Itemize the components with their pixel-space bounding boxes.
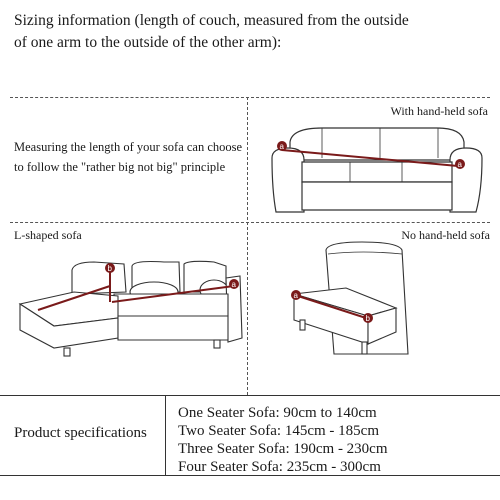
marker-a-icon bbox=[277, 141, 287, 151]
label-no-hand-held: No hand-held sofa bbox=[401, 228, 490, 242]
spec-list: One Seater Sofa: 90cm to 140cm Two Seate… bbox=[178, 404, 388, 476]
marker-a-label: a bbox=[294, 291, 299, 300]
armless-sofa-illustration: a b bbox=[291, 241, 409, 355]
marker-b-icon bbox=[105, 263, 115, 273]
marker-a-icon bbox=[229, 279, 239, 289]
marker-b-label: b bbox=[108, 264, 113, 273]
divider-top bbox=[10, 97, 490, 98]
spec-item-one-seater: One Seater Sofa: 90cm to 140cm bbox=[178, 405, 377, 421]
divider-vertical bbox=[247, 97, 248, 395]
measuring-note-line1: Measuring the length of your sofa can ch… bbox=[14, 140, 243, 154]
marker-a-label: a bbox=[458, 160, 463, 169]
sizing-intro-line1: Sizing information (length of couch, mea… bbox=[14, 12, 409, 29]
marker-b-icon bbox=[363, 313, 373, 323]
spec-item-three-seater: Three Seater Sofa: 190cm - 230cm bbox=[178, 441, 388, 457]
measuring-note: Measuring the length of your sofa can ch… bbox=[14, 137, 242, 177]
marker-a-label: a bbox=[280, 142, 285, 151]
spec-bottom-rule bbox=[0, 475, 500, 476]
sizing-intro: Sizing information (length of couch, mea… bbox=[14, 10, 494, 54]
sofa-with-arms-illustration: a a bbox=[271, 127, 483, 213]
label-l-shaped: L-shaped sofa bbox=[14, 228, 82, 242]
marker-b-label: b bbox=[366, 314, 371, 323]
sizing-intro-line2: of one arm to the outside of the other a… bbox=[14, 34, 282, 51]
spec-item-four-seater: Four Seater Sofa: 235cm - 300cm bbox=[178, 459, 381, 475]
spec-title: Product specifications bbox=[14, 425, 147, 441]
measure-line-l-long bbox=[111, 285, 235, 303]
spec-top-rule bbox=[0, 395, 500, 396]
measure-line-armless bbox=[297, 295, 367, 319]
marker-a-icon bbox=[455, 159, 465, 169]
spec-divider bbox=[165, 395, 166, 475]
measure-line-arms bbox=[281, 149, 459, 167]
marker-a-icon bbox=[291, 290, 301, 300]
label-with-hand-held: With hand-held sofa bbox=[390, 104, 489, 118]
l-shaped-sofa-illustration: b a bbox=[18, 260, 243, 357]
divider-middle bbox=[10, 222, 490, 223]
marker-a-label: a bbox=[232, 280, 237, 289]
spec-item-two-seater: Two Seater Sofa: 145cm - 185cm bbox=[178, 423, 379, 439]
measuring-note-line2: to follow the "rather big not big" princ… bbox=[14, 160, 226, 174]
measure-line-l-seat bbox=[37, 285, 111, 311]
